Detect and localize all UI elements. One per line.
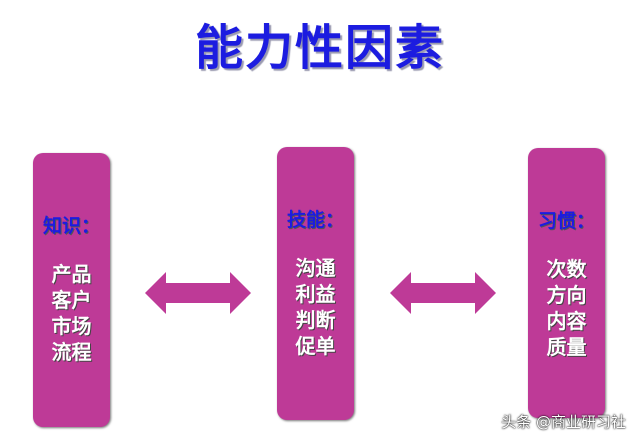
- list-item: 沟通: [295, 256, 336, 280]
- list-item: 判断: [295, 308, 336, 332]
- box-heading: 技能：: [286, 209, 344, 231]
- list-item: 利益: [295, 282, 336, 306]
- slide-title: 能力性因素: [194, 20, 445, 76]
- list-item: 方向: [546, 283, 587, 307]
- list-item: 产品: [51, 262, 92, 286]
- watermark: 头条 @商业研习社: [501, 413, 626, 431]
- list-item: 次数: [546, 257, 587, 281]
- box-heading: 习惯：: [537, 210, 595, 232]
- list-item: 客户: [51, 288, 92, 312]
- double-arrow-icon: [390, 272, 496, 314]
- list-item: 市场: [51, 314, 92, 338]
- list-item: 质量: [546, 335, 587, 359]
- box-heading: 知识：: [42, 215, 100, 237]
- list-item: 促单: [295, 334, 336, 358]
- knowledge-box: 知识： 产品 客户 市场 流程: [33, 153, 110, 427]
- habits-box: 习惯： 次数 方向 内容 质量: [528, 148, 605, 418]
- list-item: 流程: [51, 340, 92, 364]
- skills-box: 技能： 沟通 利益 判断 促单: [277, 147, 354, 420]
- double-arrow-icon: [145, 272, 251, 314]
- list-item: 内容: [546, 309, 587, 333]
